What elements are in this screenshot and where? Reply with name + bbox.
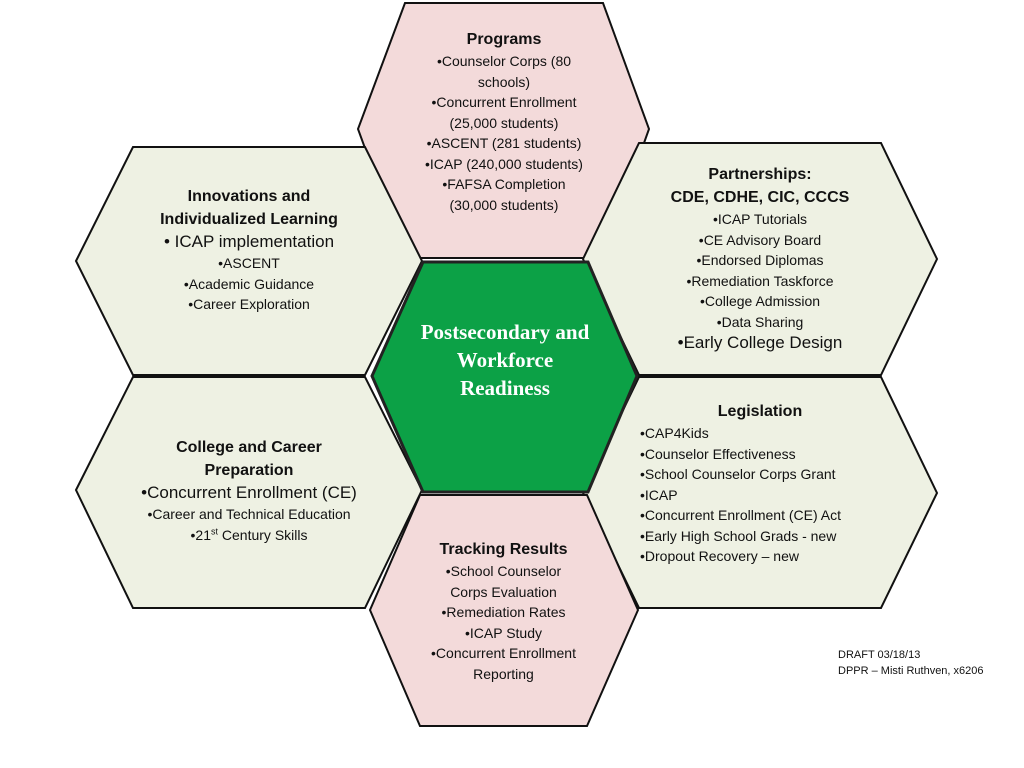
draft-footer: DRAFT 03/18/13 DPPR – Misti Ruthven, x62…: [838, 647, 984, 679]
center-title: Postsecondary and Workforce Readiness: [420, 320, 590, 400]
partnerships-item: •CE Advisory Board: [698, 231, 822, 248]
legislation-title: Legislation: [717, 403, 803, 420]
programs-text: Programs •Counselor Corps (80 schools) •…: [405, 28, 603, 215]
college-career-skills: •21st Century Skills: [133, 525, 365, 546]
partnerships-item: •ICAP Tutorials: [712, 211, 808, 227]
programs-item: schools): [477, 73, 531, 90]
tracking-item: Corps Evaluation: [450, 583, 557, 600]
programs-item: (30,000 students): [449, 196, 559, 213]
partnerships-item: •College Admission: [699, 293, 821, 309]
innovations-text: Innovations and Individualized Learning …: [133, 185, 365, 315]
programs-item: (25,000 students): [449, 114, 559, 131]
college-career-title: College and Career: [176, 439, 322, 456]
legislation-item: •CAP4Kids: [640, 425, 709, 441]
programs-item: •Concurrent Enrollment: [431, 94, 577, 110]
innovations-item: •ASCENT: [218, 255, 280, 271]
hex-center: [370, 260, 639, 494]
innovations-title: Individualized Learning: [160, 211, 338, 228]
skills-prefix: •21: [190, 526, 211, 543]
programs-item: •Counselor Corps (80: [436, 53, 572, 69]
skills-rest: Century Skills: [218, 526, 308, 543]
college-career-item: •Career and Technical Education: [147, 506, 351, 522]
partnerships-item: •Data Sharing: [716, 313, 804, 330]
innovations-title: Innovations and: [187, 188, 311, 205]
partnerships-title: CDE, CDHE, CIC, CCCS: [670, 189, 850, 206]
footer-author: DPPR – Misti Ruthven, x6206: [838, 665, 984, 677]
legislation-text: Legislation •CAP4Kids •Counselor Effecti…: [639, 400, 881, 567]
partnerships-text: Partnerships: CDE, CDHE, CIC, CCCS •ICAP…: [639, 163, 881, 354]
tracking-item: Reporting: [473, 665, 534, 682]
tracking-title: Tracking Results: [439, 541, 568, 558]
tracking-item: •Concurrent Enrollment: [431, 645, 576, 661]
legislation-item: •ICAP: [640, 486, 678, 503]
legislation-item: •School Counselor Corps Grant: [640, 466, 836, 482]
partnerships-item: •Endorsed Diplomas: [696, 252, 824, 268]
hex-tracking: [368, 494, 640, 727]
legislation-item: •Counselor Effectiveness: [640, 445, 796, 462]
tracking-text: Tracking Results •School Counselor Corps…: [420, 538, 587, 684]
hex-partnerships: [581, 142, 939, 376]
programs-title: Programs: [466, 31, 542, 48]
college-career-title: Preparation: [204, 462, 294, 479]
partnerships-big-item: •Early College Design: [677, 333, 843, 352]
legislation-item: •Early High School Grads - new: [640, 527, 837, 544]
skills-sup: st: [211, 525, 219, 536]
tracking-item: •ICAP Study: [464, 624, 542, 641]
innovations-item: •Career Exploration: [188, 296, 310, 312]
legislation-item: •Dropout Recovery – new: [640, 548, 799, 564]
programs-item: •ASCENT (281 students): [426, 135, 582, 151]
partnerships-item: •Remediation Taskforce: [686, 272, 834, 289]
innovations-item: •Academic Guidance: [183, 275, 315, 292]
hex-legislation: [581, 376, 939, 609]
college-career-big-item: •Concurrent Enrollment (CE): [141, 483, 357, 502]
college-career-text: College and Career Preparation •Concurre…: [133, 436, 365, 545]
partnerships-title: Partnerships:: [708, 166, 812, 183]
tracking-item: •School Counselor: [445, 563, 562, 579]
programs-item: •ICAP (240,000 students): [425, 155, 583, 172]
innovations-big-item: • ICAP implementation: [163, 232, 335, 251]
programs-item: •FAFSA Completion: [442, 176, 566, 192]
tracking-item: •Remediation Rates: [441, 604, 566, 620]
legislation-items: •CAP4Kids •Counselor Effectiveness •Scho…: [639, 423, 881, 567]
footer-draft-date: DRAFT 03/18/13: [838, 649, 921, 661]
legislation-item: •Concurrent Enrollment (CE) Act: [640, 507, 841, 523]
